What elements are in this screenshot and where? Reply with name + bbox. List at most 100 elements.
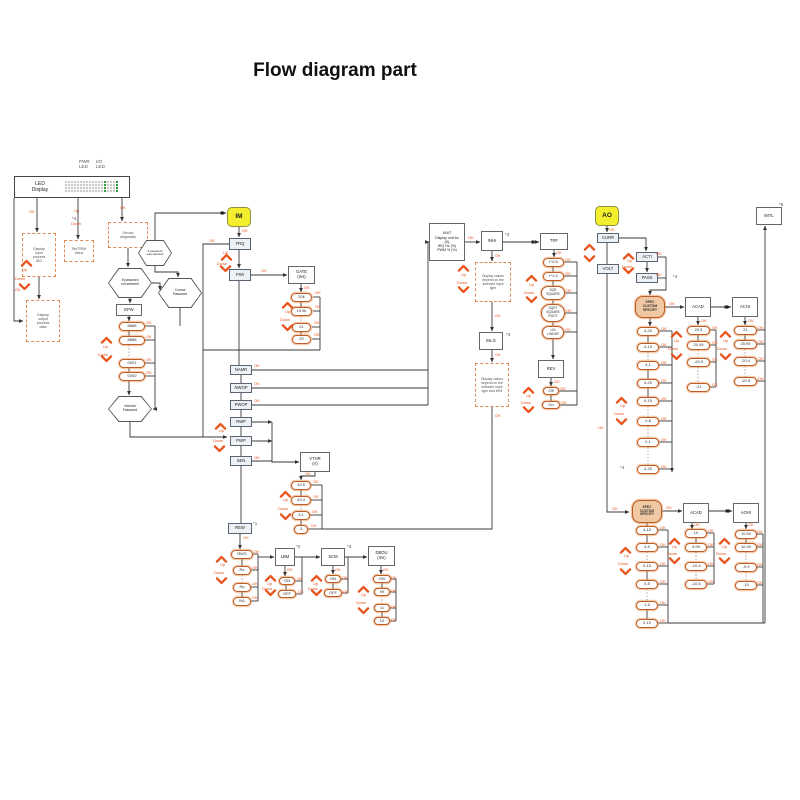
- achi-value-4: -20.5: [734, 377, 757, 386]
- spec2-range-6: 2-10: [636, 619, 658, 628]
- edge-label: OK: [391, 588, 397, 593]
- chevron-up-icon: [357, 585, 370, 593]
- gate-value-4: 20: [292, 335, 311, 344]
- spec1-range-4: 0-20: [637, 379, 659, 388]
- edge-label: OK: [254, 398, 260, 403]
- edge-label: Down: [618, 561, 629, 566]
- edge-label: OK: [391, 575, 397, 580]
- edge-label: Up: [283, 497, 289, 502]
- edge-label: OK: [656, 272, 662, 277]
- edge-label: OK: [661, 378, 667, 383]
- pwd-value-3: 0001: [119, 359, 145, 368]
- edge-label: OK: [708, 561, 714, 566]
- spec1-range-5: 0-19: [637, 397, 659, 406]
- edge-label: OK: [495, 253, 501, 258]
- hex-password-not-selected: If password not selected: [108, 268, 152, 298]
- edge-label: Down: [521, 400, 532, 405]
- aohi-value-3: -9.9: [735, 563, 757, 572]
- edge-label: OK: [712, 357, 718, 362]
- led-matrix: [65, 181, 119, 193]
- rev: REV: [538, 360, 564, 378]
- edge-label: OK: [146, 334, 152, 339]
- edge-label: OK: [660, 618, 666, 623]
- gate-value-1: 20k: [291, 293, 312, 302]
- hex-internal-password: Internal Password: [108, 396, 152, 422]
- acad1-value-3: -20.9: [687, 358, 710, 367]
- spec2-range-4: 0-5: [636, 580, 658, 589]
- edge-label: Down: [457, 280, 468, 285]
- edge-label: PWR LED: [79, 159, 90, 170]
- spec-custom-1: SPEC CUSTOM SPECIFY: [635, 296, 665, 318]
- edge-label: OK: [335, 567, 341, 572]
- sen: SEN: [230, 456, 252, 466]
- acad1-value-1: 20.5: [687, 326, 710, 335]
- edge-label: I/O LED: [96, 159, 105, 170]
- chevron-down-icon: [213, 445, 226, 453]
- edge-label: Down: [262, 586, 273, 591]
- chevron-up-icon: [718, 537, 731, 545]
- chevron-up-icon: [615, 396, 628, 404]
- edge-label: Up: [22, 267, 28, 272]
- annotation: *4: [72, 216, 77, 221]
- scm-on: ON: [325, 575, 341, 583]
- chevron-down-icon: [264, 589, 277, 597]
- edge-label: OK: [304, 285, 310, 290]
- edge-label: OK: [708, 542, 714, 547]
- edge-label: OK: [669, 301, 675, 306]
- chevron-down-icon: [279, 513, 292, 521]
- edge-label: OK: [758, 339, 764, 344]
- pass: PASS: [636, 273, 658, 283]
- chevron-up-icon: [525, 274, 538, 282]
- edge-label: OK: [757, 529, 763, 534]
- rev-off: Off: [543, 387, 559, 395]
- edge-label: OK: [561, 400, 567, 405]
- chevron-down-icon: [310, 589, 323, 597]
- edge-label: OK: [560, 386, 566, 391]
- chevron-down-icon: [522, 406, 535, 414]
- edge-label: OK: [612, 506, 618, 511]
- edge-label: Up: [219, 428, 225, 433]
- edge-label: OK: [758, 325, 764, 330]
- chevron-up-icon: [214, 422, 227, 430]
- edge-label: OK: [254, 455, 260, 460]
- chevron-down-icon: [718, 557, 731, 565]
- frq: FRQ: [229, 238, 251, 250]
- spec1-range-6: 0-8: [637, 417, 659, 426]
- chevron-up-icon: [583, 243, 596, 251]
- pwd-value-2: 8888: [119, 336, 145, 345]
- edge-label: Up: [223, 250, 229, 255]
- scm: SCM: [321, 548, 345, 566]
- edge-label: OK: [757, 542, 763, 547]
- edge-label: OK: [661, 360, 667, 365]
- chevron-up-icon: [668, 537, 681, 545]
- edge-label: OK: [343, 589, 349, 594]
- edge-label: OK: [661, 464, 667, 469]
- edge-label: OK: [565, 271, 571, 276]
- chevron-down-icon: [100, 355, 113, 363]
- spec1-range-2: 4-19: [637, 343, 659, 352]
- rwp: RWP: [230, 417, 252, 427]
- chevron-up-icon: [281, 301, 294, 309]
- edge-label: OK: [712, 340, 718, 345]
- edge-label: OK: [758, 356, 764, 361]
- spec2-range-5: 1-5: [636, 601, 658, 610]
- vthr-value-3: 3.1: [292, 511, 310, 520]
- acad-2: ACAD: [683, 503, 709, 523]
- edge-label: Down: [15, 276, 26, 281]
- chevron-up-icon: [215, 555, 228, 563]
- edge-label: OK: [660, 525, 666, 530]
- pwd-value-4: 0000: [119, 372, 145, 381]
- rev-on: On: [542, 401, 560, 409]
- edge-label: OK: [701, 318, 707, 323]
- achi-value-1: 21: [734, 326, 757, 335]
- edge-label: Up: [627, 258, 633, 263]
- acad1-value-2: 20.49: [687, 341, 710, 350]
- edge-label: Down: [280, 317, 291, 322]
- edge-label: OK: [495, 413, 501, 418]
- ao-menu: AO: [595, 206, 619, 226]
- chevron-up-icon: [619, 546, 632, 554]
- led-display: LED Display: [14, 176, 130, 198]
- rew-option-1: RWS: [231, 550, 253, 559]
- edge-label: OK: [661, 437, 667, 442]
